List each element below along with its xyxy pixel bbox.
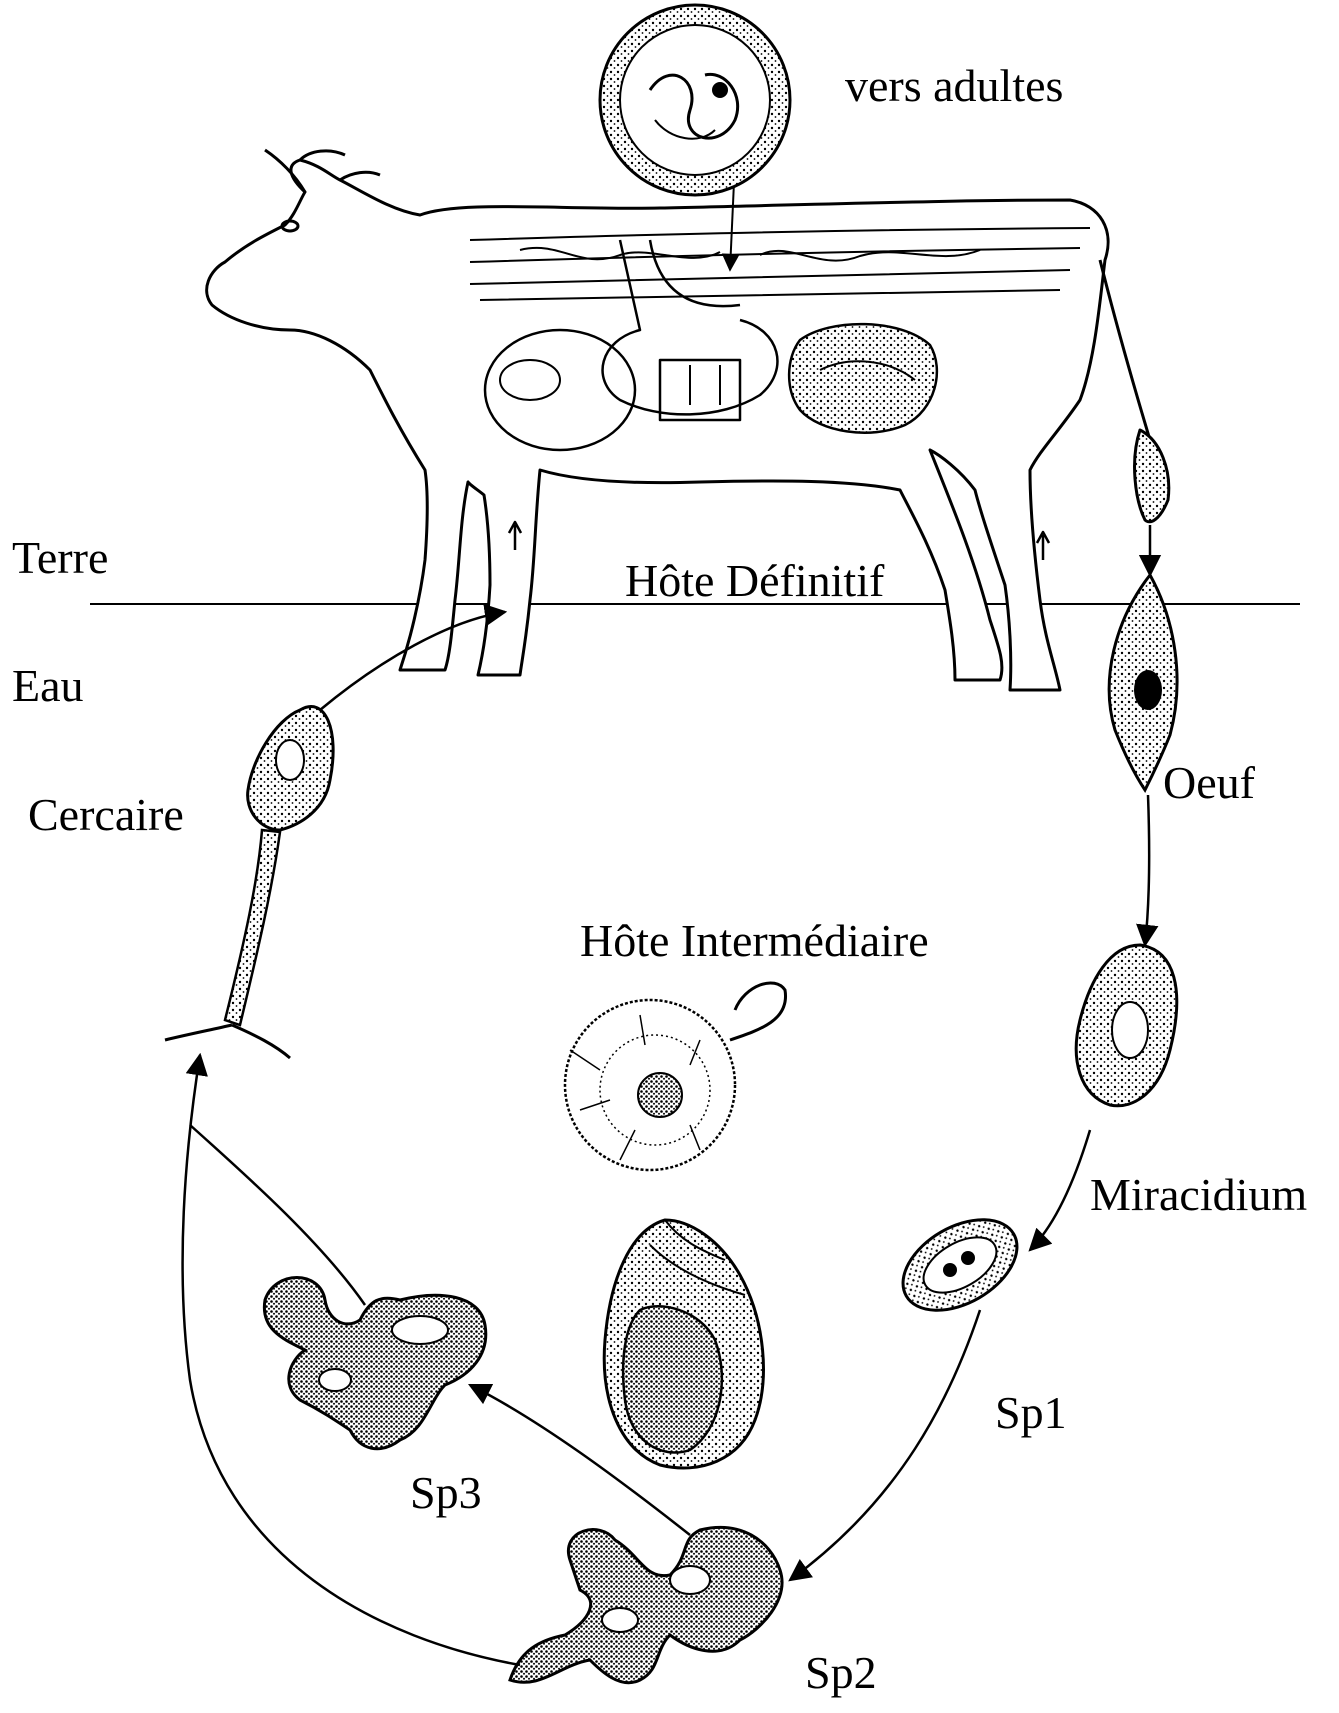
label-definitive-host: Hôte Définitif: [625, 558, 884, 604]
label-sp1: Sp1: [995, 1390, 1067, 1436]
label-sp2: Sp2: [805, 1650, 877, 1696]
lymnaea-snail-icon: [604, 1220, 763, 1468]
label-egg: Oeuf: [1163, 760, 1255, 806]
sporocyst-icon: [887, 1201, 1032, 1329]
label-cercaria: Cercaire: [28, 792, 184, 838]
label-intermediate-host: Hôte Intermédiaire: [580, 918, 929, 964]
label-adult-worms: vers adultes: [845, 63, 1063, 109]
cercaria-icon: [165, 706, 333, 1058]
sporocyst-icon: [510, 1527, 782, 1682]
sporocyst-icon: [264, 1278, 485, 1449]
planorbis-snail-icon: [565, 983, 786, 1170]
cow-icon: [207, 150, 1169, 690]
label-sp3: Sp3: [410, 1470, 482, 1516]
label-land: Terre: [12, 535, 108, 581]
label-miracidium: Miracidium: [1090, 1172, 1307, 1218]
miracidium-icon: [1076, 945, 1177, 1106]
label-water: Eau: [12, 663, 84, 709]
adult-worm-cyst-icon: [600, 5, 790, 195]
